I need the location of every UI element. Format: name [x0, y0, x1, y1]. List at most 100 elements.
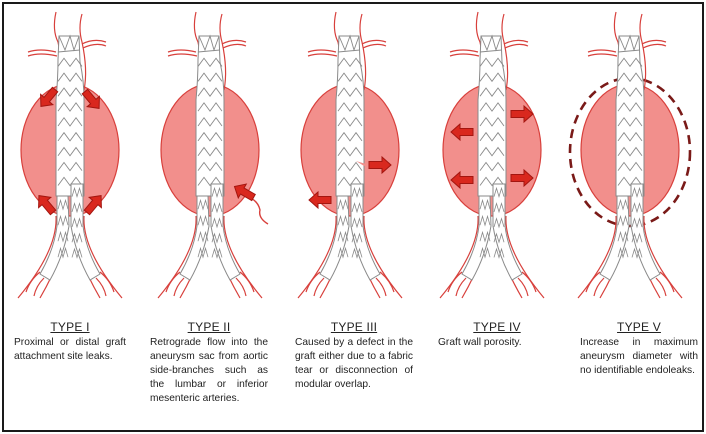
- leak-arrow-fabric-tear: [368, 155, 392, 175]
- caption-type-2: TYPE II Retrograde flow into the aneurys…: [150, 320, 268, 406]
- stent-graft-body: [195, 35, 225, 197]
- internal-iliac-right: [655, 271, 675, 297]
- caption-type-3: TYPE III Caused by a defect in the graft…: [295, 320, 413, 392]
- iliac-wall-left-outer: [577, 215, 617, 299]
- iliac-wall-left-outer: [157, 215, 197, 299]
- panel-type-2: [157, 11, 269, 299]
- iliac-wall-right-outer: [223, 215, 263, 299]
- leak-arrow-distal-left: [38, 194, 57, 216]
- iliac-wall-right-outer: [363, 215, 403, 299]
- stent-limb-left: [461, 195, 492, 281]
- aorta-wall-right: [219, 13, 227, 91]
- caption-description: Retrograde flow into the aneurysm sac fr…: [150, 337, 268, 404]
- aorta-wall-right: [501, 13, 509, 91]
- arrow-shape: [233, 183, 256, 202]
- stent-limb-left: [319, 195, 350, 281]
- iliac-wall-right-outer: [505, 215, 545, 299]
- stent-limb-right-struts: [493, 186, 505, 259]
- stent-limb-left-struts: [617, 198, 629, 259]
- stent-limb-right-struts: [211, 186, 223, 259]
- stent-limb-right-struts: [631, 186, 643, 259]
- caption-type-1: TYPE I Proximal or distal graft attachme…: [14, 320, 126, 364]
- renal-artery-left: [449, 49, 480, 57]
- stent-proximal-ring: [479, 49, 503, 53]
- stent-suprarenal-struts: [338, 34, 360, 52]
- leak-arrow-porosity-lower-right: [510, 168, 534, 188]
- internal-iliac-right: [235, 271, 255, 297]
- stent-limb-right-struts: [351, 186, 363, 259]
- stent-graft-body: [335, 35, 365, 197]
- renal-artery-right: [503, 39, 529, 49]
- arrow-shape: [510, 104, 534, 124]
- arrow-shape: [83, 194, 102, 216]
- iliac-wall-right-outer: [83, 215, 123, 299]
- stent-proximal-ring: [337, 49, 361, 53]
- internal-iliac-right: [375, 271, 395, 297]
- iliac-wall-right-outer: [643, 215, 683, 299]
- stent-body-struts: [337, 57, 363, 187]
- aorta-wall-right: [79, 13, 87, 91]
- iliac-wall-left-outer: [439, 215, 479, 299]
- lumbar-artery: [245, 195, 269, 225]
- stent-graft-body: [55, 35, 85, 197]
- leak-arrow-proximal-left: [40, 86, 59, 108]
- leak-arrow-porosity-upper-right: [510, 104, 534, 124]
- aorta-wall-right: [359, 13, 367, 91]
- leak-arrow-porosity-lower-left: [450, 170, 474, 190]
- stent-limb-left-struts: [479, 198, 491, 259]
- internal-iliac-left: [585, 271, 605, 297]
- stent-proximal-ring: [617, 49, 641, 53]
- caption-description: Increase in maximum aneurysm diameter wi…: [580, 337, 698, 376]
- stent-graft-body: [615, 35, 645, 197]
- iliac-wall-left-outer: [17, 215, 57, 299]
- leak-arrow-modular-disconnection: [308, 190, 332, 210]
- renal-artery-right: [81, 39, 107, 49]
- internal-iliac-left: [305, 271, 325, 297]
- caption-title: TYPE I: [50, 320, 90, 334]
- arrow-shape: [38, 194, 57, 216]
- panel-type-1: [17, 11, 123, 299]
- arrow-shape: [308, 190, 332, 210]
- leak-arrow-distal-right: [83, 194, 102, 216]
- arrow-shape: [81, 88, 100, 110]
- internal-iliac-right: [517, 271, 537, 297]
- internal-iliac-left: [165, 271, 185, 297]
- iliac-wall-left-outer: [297, 215, 337, 299]
- renal-artery-right: [361, 39, 387, 49]
- arrow-shape: [510, 168, 534, 188]
- internal-iliac-left: [447, 271, 467, 297]
- stent-body-struts: [57, 57, 83, 187]
- caption-title: TYPE V: [617, 320, 661, 334]
- renal-artery-right: [641, 39, 667, 49]
- caption-description: Graft wall porosity.: [438, 337, 522, 348]
- stent-suprarenal-struts: [58, 34, 80, 52]
- stent-body-struts: [197, 57, 223, 187]
- stent-limb-left-struts: [197, 198, 209, 259]
- stent-limb-left: [179, 195, 210, 281]
- internal-iliac-right: [95, 271, 115, 297]
- renal-artery-left: [587, 49, 618, 57]
- panel-type-5: [568, 11, 692, 299]
- stent-body-struts: [479, 57, 505, 187]
- fabric-tear: [356, 161, 366, 166]
- caption-title: TYPE II: [187, 320, 231, 334]
- renal-artery-left: [167, 49, 198, 57]
- stent-suprarenal-struts: [198, 34, 220, 52]
- arrow-shape: [450, 122, 474, 142]
- arrow-shape: [40, 86, 59, 108]
- arrow-shape: [450, 170, 474, 190]
- arrow-shape: [368, 155, 392, 175]
- stent-limb-left: [599, 195, 630, 281]
- aorta-wall-right: [639, 13, 647, 91]
- stent-proximal-ring: [197, 49, 221, 53]
- caption-description: Caused by a defect in the graft either d…: [295, 337, 413, 390]
- leak-arrow-porosity-upper-left: [450, 122, 474, 142]
- renal-artery-left: [27, 49, 58, 57]
- stent-limb-left: [39, 195, 70, 281]
- stent-limb-left-struts: [337, 198, 349, 259]
- caption-title: TYPE IV: [473, 320, 521, 334]
- stent-body-struts: [617, 57, 643, 187]
- stent-limb-right-struts: [71, 186, 83, 259]
- stent-graft-body: [477, 35, 507, 197]
